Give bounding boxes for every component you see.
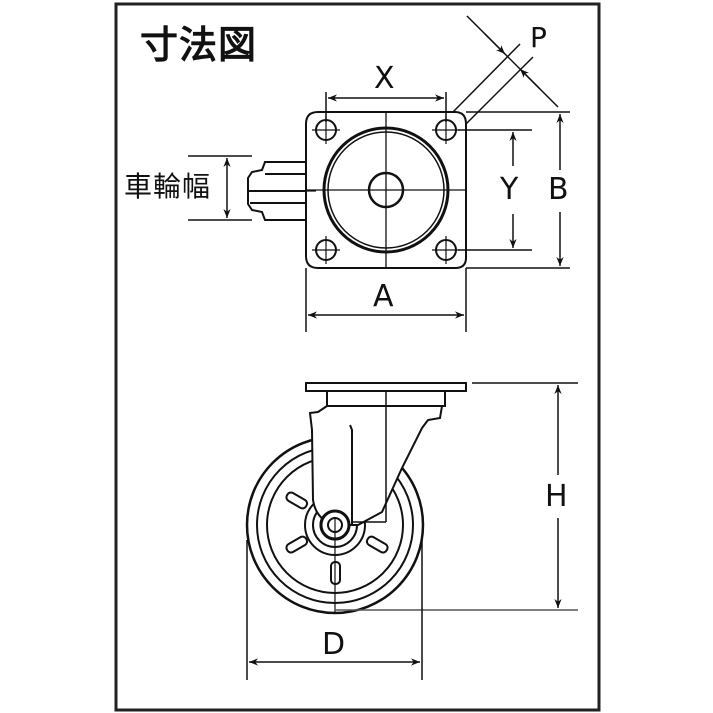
a-label: A	[373, 279, 394, 314]
wheel-edge-view	[247, 161, 316, 221]
b-label: B	[548, 172, 569, 207]
d-dimension	[246, 540, 423, 680]
x-dimension	[325, 92, 447, 122]
y-label: Y	[500, 172, 519, 207]
y-dimension	[458, 129, 532, 251]
h-dimension	[335, 382, 578, 611]
bolt-hole-br	[432, 236, 460, 264]
a-dimension	[305, 268, 467, 332]
p-label: P	[530, 21, 547, 54]
drawing-title: 寸法図	[140, 23, 258, 67]
wheel-width-label: 車輪幅	[124, 170, 212, 203]
wheel-width-dimension	[188, 155, 252, 221]
x-label: X	[374, 61, 395, 96]
b-dimension	[466, 111, 570, 269]
d-label: D	[322, 627, 346, 662]
drawing-frame	[114, 2, 601, 712]
p-dimension	[452, 15, 559, 125]
top-plate-view	[305, 111, 467, 269]
h-label: H	[545, 479, 568, 514]
bolt-hole-bl	[312, 236, 340, 264]
caster-fork	[308, 391, 444, 613]
